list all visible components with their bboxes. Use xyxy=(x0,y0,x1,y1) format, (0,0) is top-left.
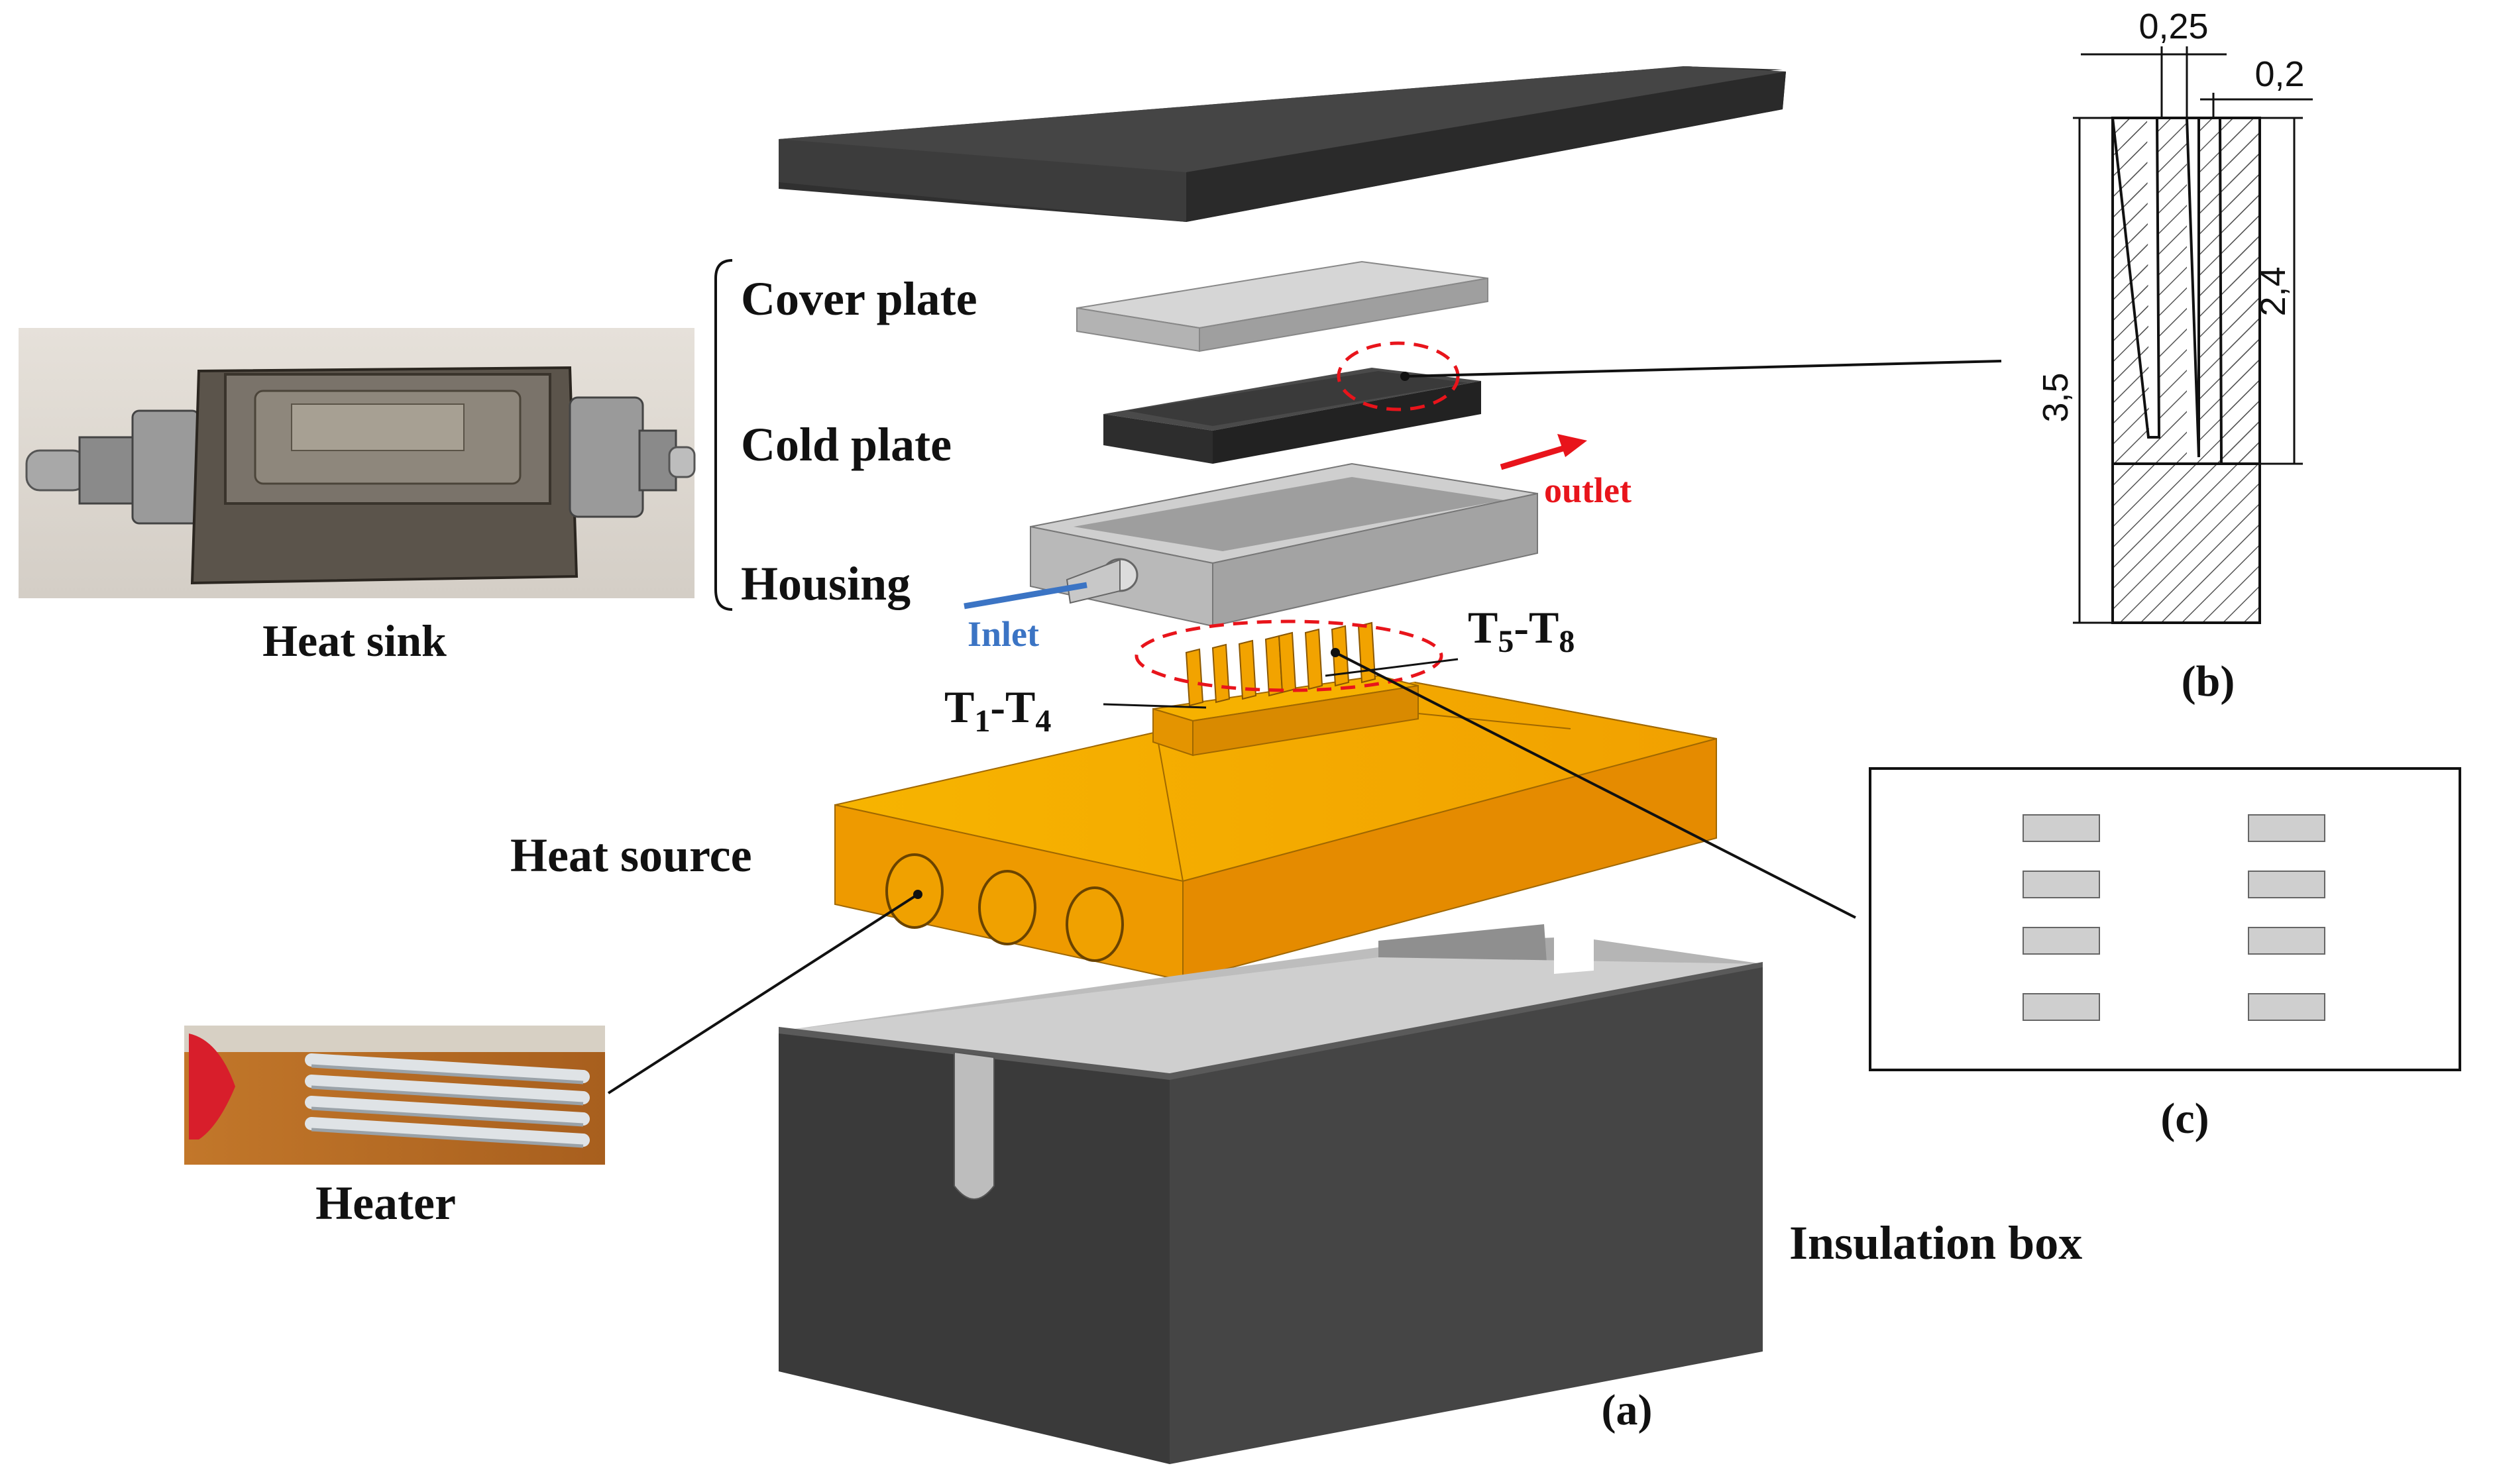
heater-label: Heater xyxy=(315,1177,456,1230)
sensor-marker xyxy=(2023,814,2100,842)
housing-label: Housing xyxy=(741,557,911,610)
cold-plate-leader-line xyxy=(1404,360,2002,378)
sensor-marker xyxy=(2248,871,2325,898)
t5-t8-label: T5-T8 xyxy=(1468,602,1575,659)
t5-t8-pointer xyxy=(1325,658,1459,677)
cold-plate-label: Cold plate xyxy=(741,418,952,471)
sensor-marker xyxy=(2248,993,2325,1021)
cold-plate-callout-ellipse xyxy=(1337,341,1460,411)
sensor-marker xyxy=(2023,927,2100,955)
heater-photo xyxy=(184,1026,605,1165)
inlet-arrow xyxy=(964,582,1087,610)
sensor-marker xyxy=(2023,993,2100,1021)
top-plate xyxy=(779,66,1786,222)
t1-t4-label: T1-T4 xyxy=(944,682,1051,739)
cold-plate xyxy=(1103,368,1481,464)
inlet-label: Inlet xyxy=(968,614,1039,654)
fins-leader-line xyxy=(1335,651,1856,919)
sensor-marker xyxy=(2248,814,2325,842)
sensor-marker xyxy=(2023,871,2100,898)
panel-b-label: (b) xyxy=(2182,657,2235,706)
cover-plate xyxy=(1076,260,1488,352)
heat-sink-label: Heat sink xyxy=(262,615,447,666)
fin-width-dimension: 0,25 xyxy=(2138,7,2208,46)
insulation-box-label: Insulation box xyxy=(1789,1216,2082,1269)
fins-callout-ellipse xyxy=(1135,619,1443,692)
heat-sink-photo xyxy=(19,328,696,598)
total-height-dimension: 3,5 xyxy=(2036,372,2076,422)
fin-height-dimension: 2,4 xyxy=(2253,266,2293,316)
heat-source xyxy=(834,621,1717,982)
heater-holes xyxy=(885,853,1124,962)
cover-plate-label: Cover plate xyxy=(741,272,977,325)
dimension-lines xyxy=(2073,46,2313,624)
t1-t4-pointer xyxy=(1103,703,1207,709)
outlet-label: outlet xyxy=(1544,470,1632,510)
panel-c-label: (c) xyxy=(2160,1094,2209,1143)
sensor-marker xyxy=(2248,927,2325,955)
gap-width-dimension: 0,2 xyxy=(2254,54,2304,94)
outlet-arrow xyxy=(1500,434,1587,470)
heat-source-label: Heat source xyxy=(510,829,752,882)
insulation-box xyxy=(779,924,1763,1464)
fin-cross-section xyxy=(2111,117,2261,624)
heater-leader-line xyxy=(607,893,919,1094)
sensor-layout-panel xyxy=(1869,767,2461,1071)
panel-a-label: (a) xyxy=(1602,1386,1653,1434)
heat-sink-bracket xyxy=(714,259,733,611)
housing xyxy=(1030,462,1538,627)
